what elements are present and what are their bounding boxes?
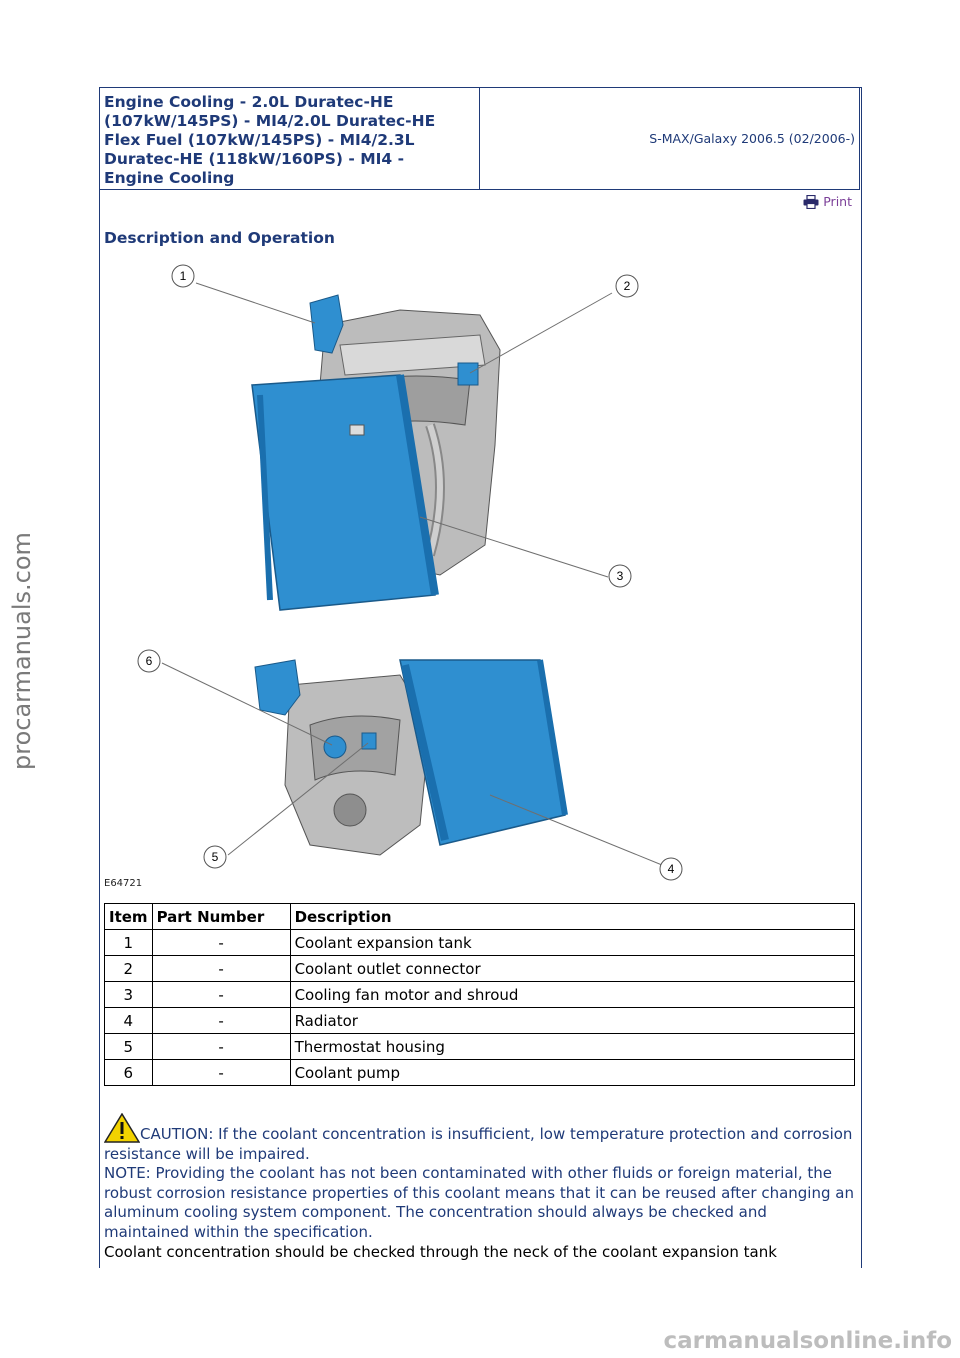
callout-label: 3 [617,569,624,583]
callout-5: 5 [203,845,227,869]
expansion-tank-bottom [254,659,301,716]
desc-cell: Coolant outlet connector [289,955,856,982]
callout-label: 5 [212,850,219,864]
callout-label: 4 [668,862,675,876]
parts-table: Item Part Number Description 1-Coolant e… [104,903,856,1086]
warning-triangle-icon [103,1112,141,1143]
engine-bottom [284,674,431,856]
title-line: Engine Cooling - 2.0L Duratec-HE [104,93,394,111]
item-cell: 4 [104,1007,153,1034]
callout-label: 6 [146,654,153,668]
table-header-row: Item Part Number Description [104,903,856,930]
desc-cell: Coolant expansion tank [289,929,856,956]
part-cell: - [151,955,291,982]
title-line: Duratec-HE (118kW/160PS) - MI4 - [104,150,405,168]
notes-block: CAUTION: If the coolant concentration is… [103,1112,854,1262]
document-header: Engine Cooling - 2.0L Duratec-HE (107kW/… [99,87,860,190]
header-description: Description [289,903,856,930]
print-label: Print [823,194,852,209]
item-cell: 2 [104,955,153,982]
printer-icon [803,194,819,209]
table-row: 6-Coolant pump [104,1059,856,1086]
item-cell: 5 [104,1033,153,1060]
desc-cell: Thermostat housing [289,1033,856,1060]
item-cell: 1 [104,929,153,956]
caution-paragraph: CAUTION: If the coolant concentration is… [103,1112,854,1164]
bottom-watermark: carmanualsonline.info [663,1328,952,1354]
part-cell: - [151,1007,291,1034]
desc-cell: Radiator [289,1007,856,1034]
callout-label: 2 [624,279,631,293]
desc-cell: Cooling fan motor and shroud [289,981,856,1008]
table-row: 1-Coolant expansion tank [104,929,856,956]
coolant-pump-bottom [323,735,347,759]
callout-6: 6 [137,649,161,673]
callout-1: 1 [171,264,195,288]
item-cell: 6 [104,1059,153,1086]
figure-code: E64721 [104,878,143,889]
callout-3: 3 [608,564,632,588]
part-cell: - [151,929,291,956]
callout-label: 1 [180,269,187,283]
side-watermark: procarmanuals.com [8,532,36,770]
part-cell: - [151,1059,291,1086]
title-line: Engine Cooling [104,169,235,187]
leader-lines [161,282,663,866]
callout-4: 4 [659,857,683,881]
part-cell: - [151,981,291,1008]
desc-cell: Coolant pump [289,1059,856,1086]
table-row: 5-Thermostat housing [104,1033,856,1060]
engine-cooling-illustration: 1 2 3 4 5 6 [137,264,683,881]
model-text: S-MAX/Galaxy 2006.5 (02/2006-) [649,131,855,146]
table-row: 2-Coolant outlet connector [104,955,856,982]
caution-text: CAUTION: If the coolant concentration is… [104,1125,853,1163]
expansion-tank-top [309,294,344,354]
model-label: S-MAX/Galaxy 2006.5 (02/2006-) [480,88,859,189]
title-line: (107kW/145PS) - MI4/2.0L Duratec-HE [104,112,436,130]
table-row: 3-Cooling fan motor and shroud [104,981,856,1008]
header-part-number: Part Number [151,903,291,930]
print-link[interactable]: Print [803,194,852,209]
callout-2: 2 [615,274,639,298]
part-cell: - [151,1033,291,1060]
body-paragraph: Coolant concentration should be checked … [104,1242,777,1261]
document-title: Engine Cooling - 2.0L Duratec-HE (107kW/… [100,88,480,189]
table-row: 4-Radiator [104,1007,856,1034]
note-paragraph: NOTE: Providing the coolant has not been… [104,1164,854,1241]
item-cell: 3 [104,981,153,1008]
outlet-connector-top [457,362,479,386]
header-item: Item [104,903,153,930]
section-title: Description and Operation [104,229,335,247]
title-line: Flex Fuel (107kW/145PS) - MI4/2.3L [104,131,415,149]
